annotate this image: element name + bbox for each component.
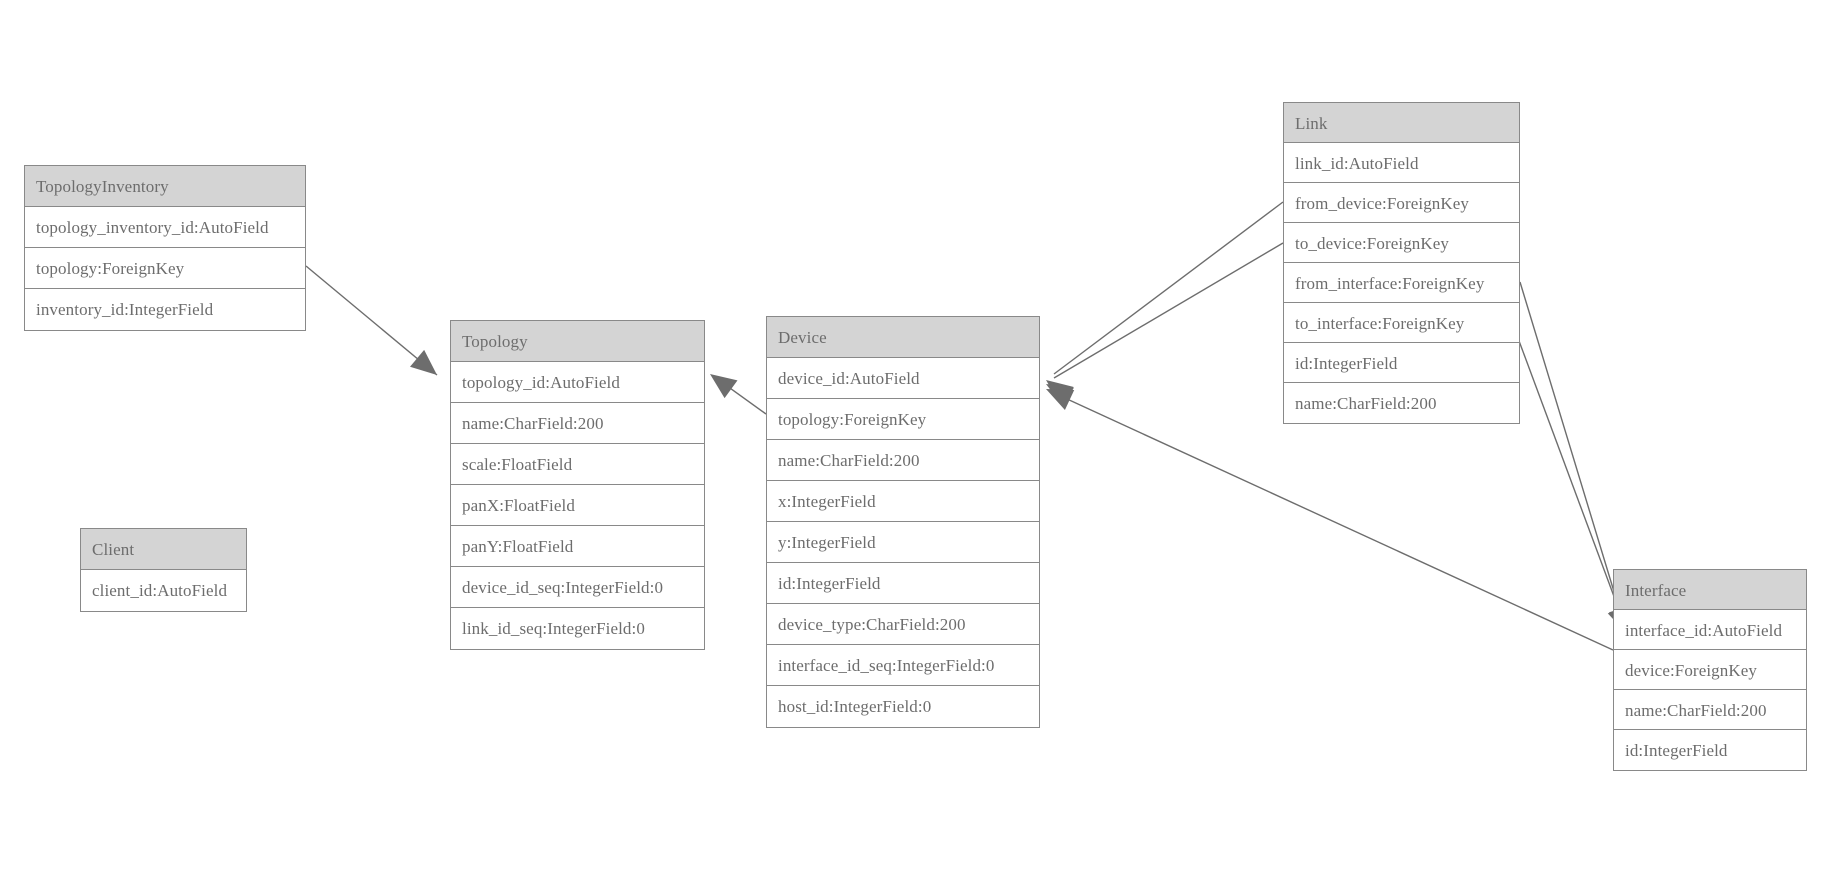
entity-field-row[interactable]: id:IntegerField bbox=[767, 563, 1039, 604]
entity-field-row[interactable]: name:CharField:200 bbox=[767, 440, 1039, 481]
entity-field-row[interactable]: from_interface:ForeignKey bbox=[1284, 263, 1519, 303]
edge-interface-device bbox=[1053, 392, 1614, 651]
entity-field-row[interactable]: interface_id_seq:IntegerField:0 bbox=[767, 645, 1039, 686]
entity-field-row[interactable]: panX:FloatField bbox=[451, 485, 704, 526]
entity-field-row[interactable]: inventory_id:IntegerField bbox=[25, 289, 305, 330]
arrowhead-device-topology bbox=[710, 374, 738, 399]
entity-field-row[interactable]: topology_id:AutoField bbox=[451, 362, 704, 403]
entity-field-row[interactable]: scale:FloatField bbox=[451, 444, 704, 485]
edge-device-topology bbox=[715, 377, 767, 415]
entity-field-row[interactable]: name:CharField:200 bbox=[451, 403, 704, 444]
entity-field-row[interactable]: topology:ForeignKey bbox=[25, 248, 305, 289]
entity-field-row[interactable]: y:IntegerField bbox=[767, 522, 1039, 563]
entity-field-row[interactable]: name:CharField:200 bbox=[1284, 383, 1519, 423]
entity-field-row[interactable]: link_id_seq:IntegerField:0 bbox=[451, 608, 704, 649]
entity-field-row[interactable]: device:ForeignKey bbox=[1614, 650, 1806, 690]
edge-link-from-interface bbox=[1519, 281, 1623, 619]
entity-field-row[interactable]: device_type:CharField:200 bbox=[767, 604, 1039, 645]
edge-link-from-device bbox=[1053, 201, 1284, 375]
arrowhead-link-from-device bbox=[1046, 380, 1074, 405]
arrowhead-topologyinventory-topology bbox=[410, 349, 437, 375]
entity-field-row[interactable]: topology_inventory_id:AutoField bbox=[25, 207, 305, 248]
entity-field-row[interactable]: device_id:AutoField bbox=[767, 358, 1039, 399]
entity-title-client: Client bbox=[81, 529, 246, 570]
entity-title-interface: Interface bbox=[1614, 570, 1806, 610]
entity-field-row[interactable]: x:IntegerField bbox=[767, 481, 1039, 522]
entity-title-topology: Topology bbox=[451, 321, 704, 362]
entity-field-row[interactable]: link_id:AutoField bbox=[1284, 143, 1519, 183]
entity-field-row[interactable]: name:CharField:200 bbox=[1614, 690, 1806, 730]
entity-title-topologyinventory: TopologyInventory bbox=[25, 166, 305, 207]
entity-title-link: Link bbox=[1284, 103, 1519, 143]
entity-field-row[interactable]: panY:FloatField bbox=[451, 526, 704, 567]
arrowhead-interface-device bbox=[1046, 389, 1075, 410]
arrowhead-link-to-device bbox=[1046, 384, 1075, 407]
entity-field-row[interactable]: device_id_seq:IntegerField:0 bbox=[451, 567, 704, 608]
edge-link-to-interface bbox=[1511, 321, 1623, 619]
entity-field-row[interactable]: host_id:IntegerField:0 bbox=[767, 686, 1039, 727]
entity-field-row[interactable]: from_device:ForeignKey bbox=[1284, 183, 1519, 223]
entity-field-row[interactable]: topology:ForeignKey bbox=[767, 399, 1039, 440]
edge-topologyinventory-topology bbox=[305, 265, 438, 376]
entity-field-row[interactable]: id:IntegerField bbox=[1284, 343, 1519, 383]
entity-field-row[interactable]: client_id:AutoField bbox=[81, 570, 246, 611]
entity-field-row[interactable]: id:IntegerField bbox=[1614, 730, 1806, 770]
entity-field-row[interactable]: to_interface:ForeignKey bbox=[1284, 303, 1519, 343]
entity-title-device: Device bbox=[767, 317, 1039, 358]
edge-link-to-device bbox=[1053, 242, 1284, 379]
entity-field-row[interactable]: to_device:ForeignKey bbox=[1284, 223, 1519, 263]
entity-field-row[interactable]: interface_id:AutoField bbox=[1614, 610, 1806, 650]
